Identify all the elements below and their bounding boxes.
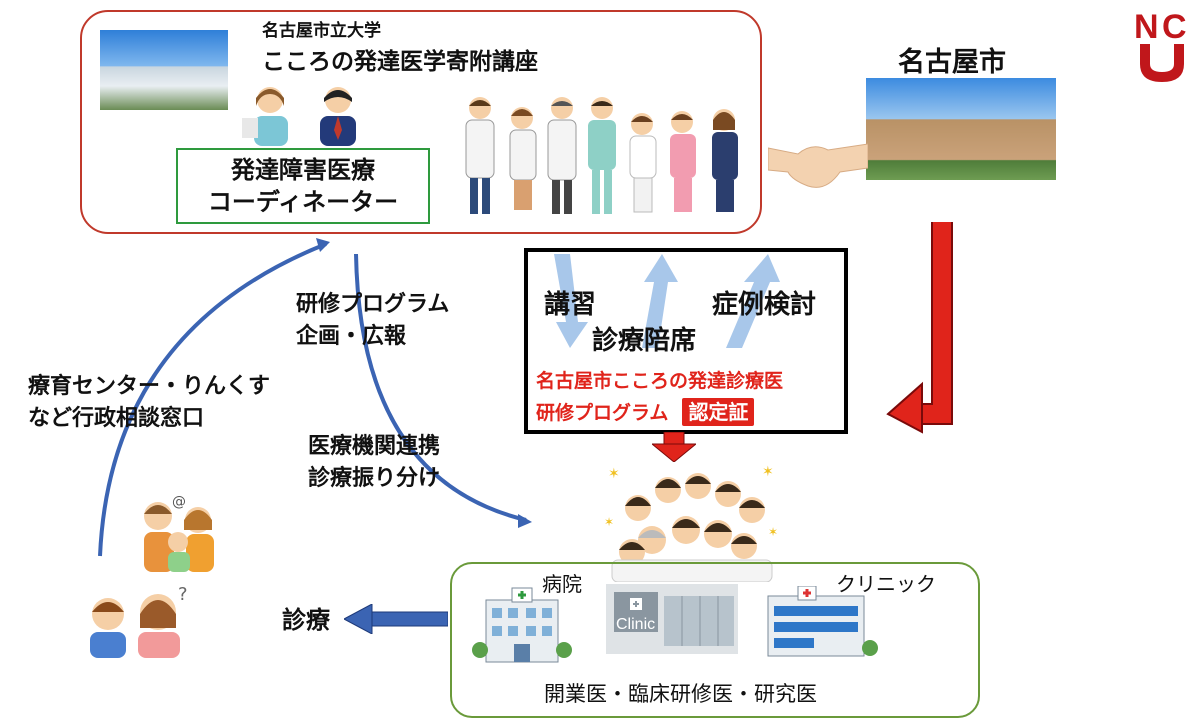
svg-text:✶: ✶: [768, 525, 778, 539]
training-pr-line2: 企画・広報: [296, 324, 407, 349]
svg-text:@: @: [172, 494, 186, 510]
medical-facilities-box: [450, 562, 980, 718]
city-support-arrow: [886, 222, 953, 434]
university-box: [80, 10, 762, 234]
doctor-types-label: 開業医・臨床研修医・研究医: [544, 682, 817, 706]
svg-text:✶: ✶: [762, 464, 774, 480]
parent-child-illustration: ?: [90, 584, 188, 658]
svg-text:✶: ✶: [604, 515, 614, 529]
lecture-label: 講習: [544, 290, 597, 320]
city-hall-photo: [866, 78, 1056, 180]
program-title: 名古屋市こころの発達診療医: [536, 370, 784, 392]
clinic-building-icon: [606, 584, 738, 654]
program-to-doctors-arrow: [652, 432, 696, 462]
svg-text:N: N: [1134, 8, 1159, 46]
hospital-building-photo: [100, 30, 228, 110]
city-label: 名古屋市: [898, 47, 1006, 78]
medical-line1: 医療機関連携: [308, 434, 441, 459]
certificate-stamp: 認定証: [682, 398, 755, 426]
shadowing-label: 診療陪席: [592, 326, 697, 356]
medical-line2: 診療振り分け: [308, 466, 441, 491]
clinic-sign-text: Clinic: [616, 616, 656, 633]
exchange-arrows: [554, 254, 780, 348]
admin-line2: など行政相談窓口: [28, 406, 205, 431]
diagnosis-arrow: [344, 604, 448, 634]
medical-staff-illustration: [465, 97, 738, 214]
training-pr-line1: 研修プログラム: [296, 292, 450, 317]
case-review-label: 症例検討: [712, 290, 817, 320]
admin-line1: 療育センター・りんくす: [28, 374, 271, 399]
clinic-label: クリニック: [836, 572, 936, 596]
diagnosis-label: 診療: [282, 606, 330, 634]
coordinator-line1: 発達障害医療: [231, 156, 375, 184]
ncu-logo: N C: [1134, 8, 1187, 82]
program-subtitle-text: 研修プログラム: [536, 402, 669, 424]
hospital-icon: [472, 587, 572, 663]
coordinator-box: 発達障害医療 コーディネーター: [176, 148, 430, 224]
coordinator-figures: [242, 87, 356, 146]
svg-text:C: C: [1162, 8, 1187, 46]
hospital-label: 病院: [542, 572, 582, 596]
svg-text:✶: ✶: [608, 466, 620, 482]
coordinator-line2: コーディネーター: [207, 188, 399, 216]
clinic-icon: [767, 586, 878, 657]
doctors-group-illustration: ✶ ✶ ✶ ✶: [604, 464, 778, 582]
family-illustration: @: [144, 494, 214, 572]
handshake-icon: [768, 143, 868, 188]
program-subtitle: 研修プログラム認定証: [536, 398, 755, 426]
department-name: こころの発達医学寄附講座: [262, 49, 538, 75]
university-name: 名古屋市立大学: [262, 21, 381, 41]
svg-text:?: ?: [178, 584, 188, 605]
